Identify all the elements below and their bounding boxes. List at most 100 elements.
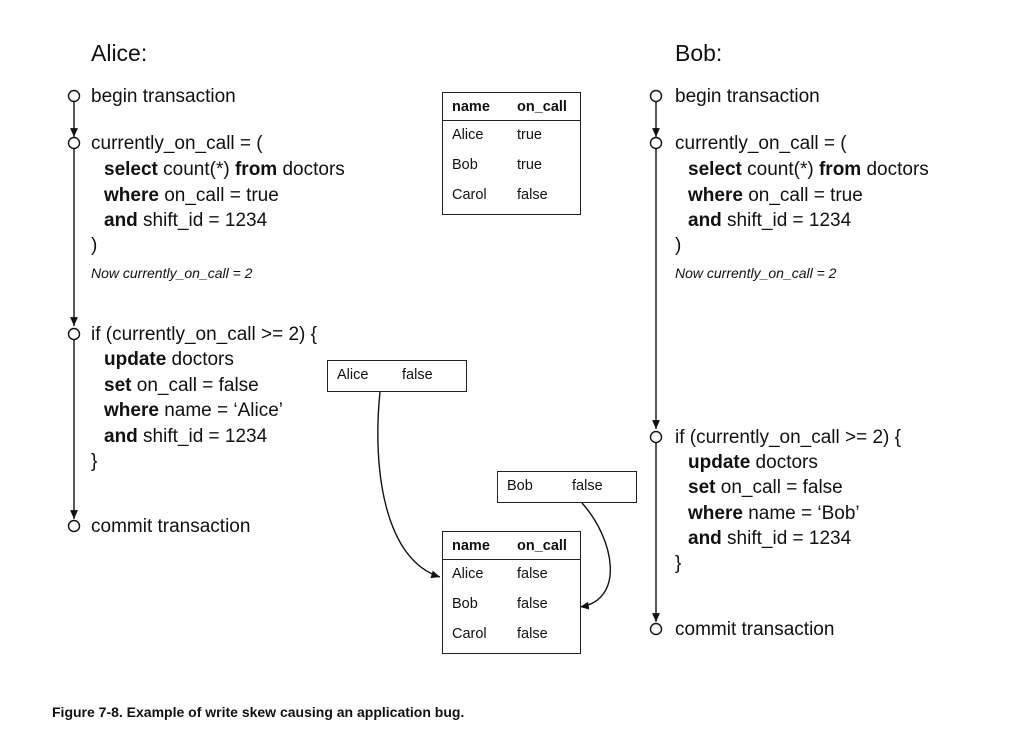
bob-note: Now currently_on_call = 2 (675, 265, 837, 281)
keyword-from: from (234, 159, 278, 180)
keyword-where: where (104, 400, 159, 421)
set-cond: on_call = false (131, 375, 259, 396)
keyword-where: where (688, 185, 743, 206)
bob-and2-line: and shift_id = 1234 (688, 529, 851, 548)
and2-cond: shift_id = 1234 (137, 426, 268, 447)
keyword-and: and (104, 426, 138, 447)
keyword-and: and (688, 210, 722, 231)
bob-close-paren: ) (675, 235, 682, 256)
alice-update-line: update doctors (104, 350, 234, 369)
alice-heading: Alice: (91, 40, 148, 66)
alice-begin: begin transaction (91, 86, 236, 107)
bob-begin: begin transaction (675, 86, 820, 107)
alice-select-open: currently_on_call = ( (91, 133, 263, 154)
alice-commit: commit transaction (91, 516, 251, 537)
keyword-and: and (688, 528, 722, 549)
alice-set-line: set on_call = false (104, 376, 259, 395)
alice-where2-line: where name = ‘Alice’ (104, 401, 283, 420)
alice-note: Now currently_on_call = 2 (91, 265, 253, 281)
and-cond: shift_id = 1234 (137, 210, 268, 231)
bob-select-open: currently_on_call = ( (675, 133, 847, 154)
bob-set-line: set on_call = false (688, 478, 843, 497)
table-row: Carol false (443, 620, 580, 650)
cell-on-call: false (517, 626, 548, 642)
bob-timeline-nodes (649, 89, 663, 636)
table-row: Carol false (443, 181, 580, 211)
bob-where2-line: where name = ‘Bob’ (688, 504, 860, 523)
keyword-where: where (104, 185, 159, 206)
header-name: name (452, 538, 490, 554)
bob-if-open: if (currently_on_call >= 2) { (675, 427, 902, 448)
select-mid: count(*) (157, 159, 235, 180)
cell-name: Bob (452, 596, 478, 612)
alice-write-arrow (377, 391, 441, 579)
keyword-and: and (104, 210, 138, 231)
bob-write-arrow (579, 502, 612, 610)
cell-on-call: false (517, 596, 548, 612)
keyword-select: select (688, 159, 742, 180)
select-table: doctors (861, 159, 929, 180)
bob-where-line: where on_call = true (688, 186, 863, 205)
bob-select-line: select count(*) from doctors (688, 160, 929, 179)
alice-where-line: where on_call = true (104, 186, 279, 205)
where2-cond: name = ‘Bob’ (742, 503, 860, 524)
update-table: doctors (750, 452, 818, 473)
cell-on-call: false (517, 566, 548, 582)
header-name: name (452, 99, 490, 115)
alice-select-line: select count(*) from doctors (104, 160, 345, 179)
bob-close-brace: } (675, 553, 682, 574)
header-on-call: on_call (517, 99, 567, 115)
cell-on-call: true (517, 157, 542, 173)
cell-name: Alice (452, 127, 484, 143)
table-row: Bob true (443, 151, 580, 181)
where2-cond: name = ‘Alice’ (158, 400, 284, 421)
bob-write-message: Bob false (497, 471, 637, 503)
where-cond: on_call = true (158, 185, 279, 206)
keyword-update: update (688, 452, 751, 473)
keyword-set: set (104, 375, 132, 396)
alice-and-line: and shift_id = 1234 (104, 211, 267, 230)
alice-write-message: Alice false (327, 360, 467, 392)
figure-caption: Figure 7-8. Example of write skew causin… (52, 704, 465, 720)
cell-name: Carol (452, 187, 487, 203)
keyword-update: update (104, 349, 167, 370)
alice-if-open: if (currently_on_call >= 2) { (91, 324, 318, 345)
and-cond: shift_id = 1234 (721, 210, 852, 231)
select-mid: count(*) (741, 159, 819, 180)
alice-timeline-nodes (67, 89, 81, 533)
keyword-from: from (818, 159, 862, 180)
write-value: false (402, 367, 433, 383)
keyword-select: select (104, 159, 158, 180)
and2-cond: shift_id = 1234 (721, 528, 852, 549)
bob-and-line: and shift_id = 1234 (688, 211, 851, 230)
table-header: name on_call (443, 532, 580, 560)
bob-update-line: update doctors (688, 453, 818, 472)
table-row: Alice false (443, 560, 580, 590)
set-cond: on_call = false (715, 477, 843, 498)
table-row: Bob false (443, 590, 580, 620)
cell-name: Alice (452, 566, 484, 582)
keyword-set: set (688, 477, 716, 498)
alice-and2-line: and shift_id = 1234 (104, 427, 267, 446)
cell-on-call: true (517, 127, 542, 143)
bob-heading: Bob: (675, 40, 723, 66)
write-name: Alice (337, 367, 369, 383)
update-table: doctors (166, 349, 234, 370)
header-on-call: on_call (517, 538, 567, 554)
doctors-table-before: name on_call Alice true Bob true Carol f… (442, 92, 581, 215)
doctors-table-after: name on_call Alice false Bob false Carol… (442, 531, 581, 654)
cell-name: Bob (452, 157, 478, 173)
alice-close-brace: } (91, 451, 98, 472)
select-table: doctors (277, 159, 345, 180)
cell-on-call: false (517, 187, 548, 203)
keyword-where: where (688, 503, 743, 524)
alice-close-paren: ) (91, 235, 98, 256)
write-name: Bob (507, 478, 533, 494)
write-value: false (572, 478, 603, 494)
table-row: Alice true (443, 121, 580, 151)
where-cond: on_call = true (742, 185, 863, 206)
cell-name: Carol (452, 626, 487, 642)
bob-commit: commit transaction (675, 619, 835, 640)
table-header: name on_call (443, 93, 580, 121)
